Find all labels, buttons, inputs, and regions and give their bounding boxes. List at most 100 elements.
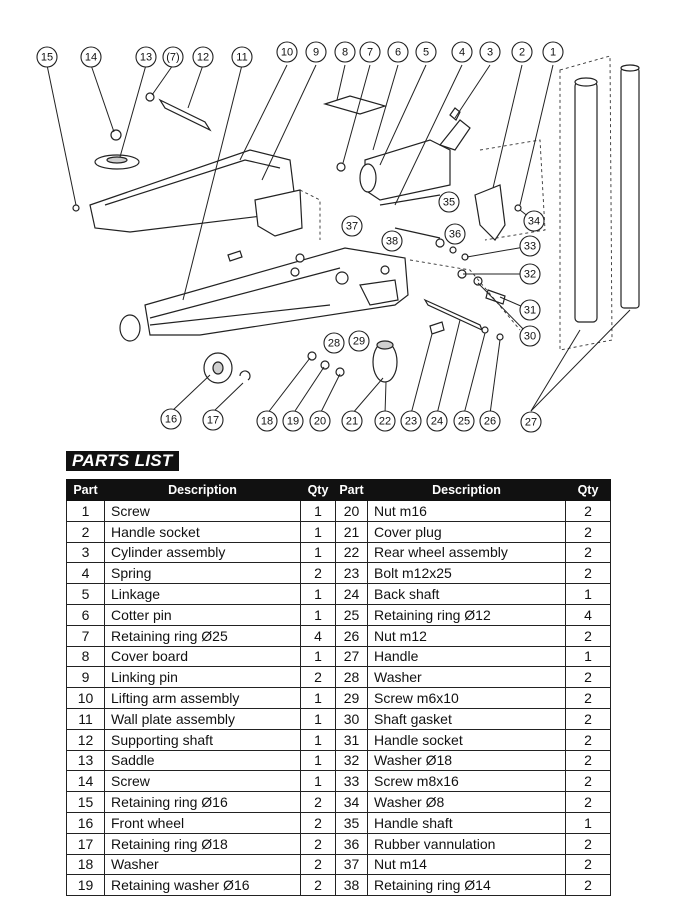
callout-circle xyxy=(160,408,182,430)
part-qty: 4 xyxy=(300,624,336,647)
part-qty: 2 xyxy=(565,624,611,647)
callout-number: 9 xyxy=(313,47,319,59)
callout-circle xyxy=(256,410,278,432)
part-description: Retaining ring Ø25 xyxy=(104,624,301,647)
part-number: 20 xyxy=(335,500,368,522)
part-qty: 1 xyxy=(565,811,611,834)
part-qty: 2 xyxy=(565,770,611,793)
callout: 27 xyxy=(520,411,542,433)
part-description: Rear wheel assembly xyxy=(367,541,566,564)
part-number: 1 xyxy=(66,500,105,522)
part-qty: 2 xyxy=(300,666,336,689)
callout-number: 6 xyxy=(395,47,401,59)
callout: 38 xyxy=(381,230,403,252)
part-qty: 1 xyxy=(300,603,336,626)
part-description: Cover board xyxy=(104,645,301,668)
callout-circle xyxy=(542,41,564,63)
part-number: 25 xyxy=(335,603,368,626)
callout: 10 xyxy=(276,41,298,63)
callout-number: 10 xyxy=(281,47,293,59)
callout: 26 xyxy=(479,410,501,432)
part-description: Washer xyxy=(104,853,301,876)
callout-number: 15 xyxy=(41,52,53,64)
callout-circle xyxy=(453,410,475,432)
callout-number: 12 xyxy=(197,52,209,64)
callout-circle xyxy=(519,235,541,257)
part-description: Retaining ring Ø18 xyxy=(104,832,301,855)
callout-circle xyxy=(451,41,473,63)
callout-circle xyxy=(381,230,403,252)
callout: 31 xyxy=(519,299,541,321)
callout-number: 5 xyxy=(423,47,429,59)
callout: 5 xyxy=(415,41,437,63)
part-description: Screw xyxy=(104,770,301,793)
part-number: 21 xyxy=(335,520,368,543)
part-description: Retaining ring Ø12 xyxy=(367,603,566,626)
callout: 19 xyxy=(282,410,304,432)
part-number: 27 xyxy=(335,645,368,668)
callout: 21 xyxy=(341,410,363,432)
part-qty: 2 xyxy=(565,791,611,813)
part-qty: 1 xyxy=(300,687,336,709)
callout-number: 22 xyxy=(379,416,391,428)
callout-number: 34 xyxy=(528,216,540,228)
part-description: Screw m8x16 xyxy=(367,770,566,793)
callout: 12 xyxy=(192,46,214,68)
callout: 22 xyxy=(374,410,396,432)
part-number: 32 xyxy=(335,749,368,772)
callout-circle xyxy=(444,223,466,245)
part-qty: 2 xyxy=(565,853,611,876)
callout: (7) xyxy=(162,46,184,68)
part-description: Retaining washer Ø16 xyxy=(104,874,301,897)
callout-number: 32 xyxy=(524,269,536,281)
part-qty: 2 xyxy=(565,666,611,689)
callout-number: 28 xyxy=(328,338,340,350)
callout-circle xyxy=(426,410,448,432)
part-qty: 1 xyxy=(300,645,336,668)
part-qty: 2 xyxy=(565,541,611,564)
callout-circle xyxy=(523,210,545,232)
callout-circle xyxy=(231,46,253,68)
part-number: 9 xyxy=(66,666,105,689)
callout-number: (7) xyxy=(166,52,179,64)
callout-circle xyxy=(135,46,157,68)
callout-number: 36 xyxy=(449,229,461,241)
part-number: 26 xyxy=(335,624,368,647)
part-qty: 2 xyxy=(565,749,611,772)
part-number: 6 xyxy=(66,603,105,626)
callout: 35 xyxy=(438,191,460,213)
callout-number: 7 xyxy=(367,47,373,59)
header-part: Part xyxy=(335,479,368,501)
part-qty: 2 xyxy=(300,811,336,834)
part-description: Linkage xyxy=(104,583,301,605)
header-qty: Qty xyxy=(300,479,336,501)
leader-lines xyxy=(46,64,631,415)
part-number: 28 xyxy=(335,666,368,689)
part-number: 8 xyxy=(66,645,105,668)
callout-number: 3 xyxy=(487,47,493,59)
callout-circle xyxy=(334,41,356,63)
callout-circle xyxy=(387,41,409,63)
part-qty: 2 xyxy=(565,728,611,751)
part-number: 24 xyxy=(335,583,368,605)
callout-circle xyxy=(309,410,331,432)
part-description: Cover plug xyxy=(367,520,566,543)
part-qty: 1 xyxy=(300,749,336,772)
callout-circle xyxy=(519,263,541,285)
callout-circle xyxy=(282,410,304,432)
callout-number: 24 xyxy=(431,416,443,428)
callout-circle xyxy=(438,191,460,213)
part-description: Nut m16 xyxy=(367,500,566,522)
callout: 18 xyxy=(256,410,278,432)
part-description: Saddle xyxy=(104,749,301,772)
part-qty: 2 xyxy=(565,687,611,709)
part-qty: 2 xyxy=(300,791,336,813)
callout-number: 23 xyxy=(405,416,417,428)
part-qty: 2 xyxy=(565,707,611,730)
